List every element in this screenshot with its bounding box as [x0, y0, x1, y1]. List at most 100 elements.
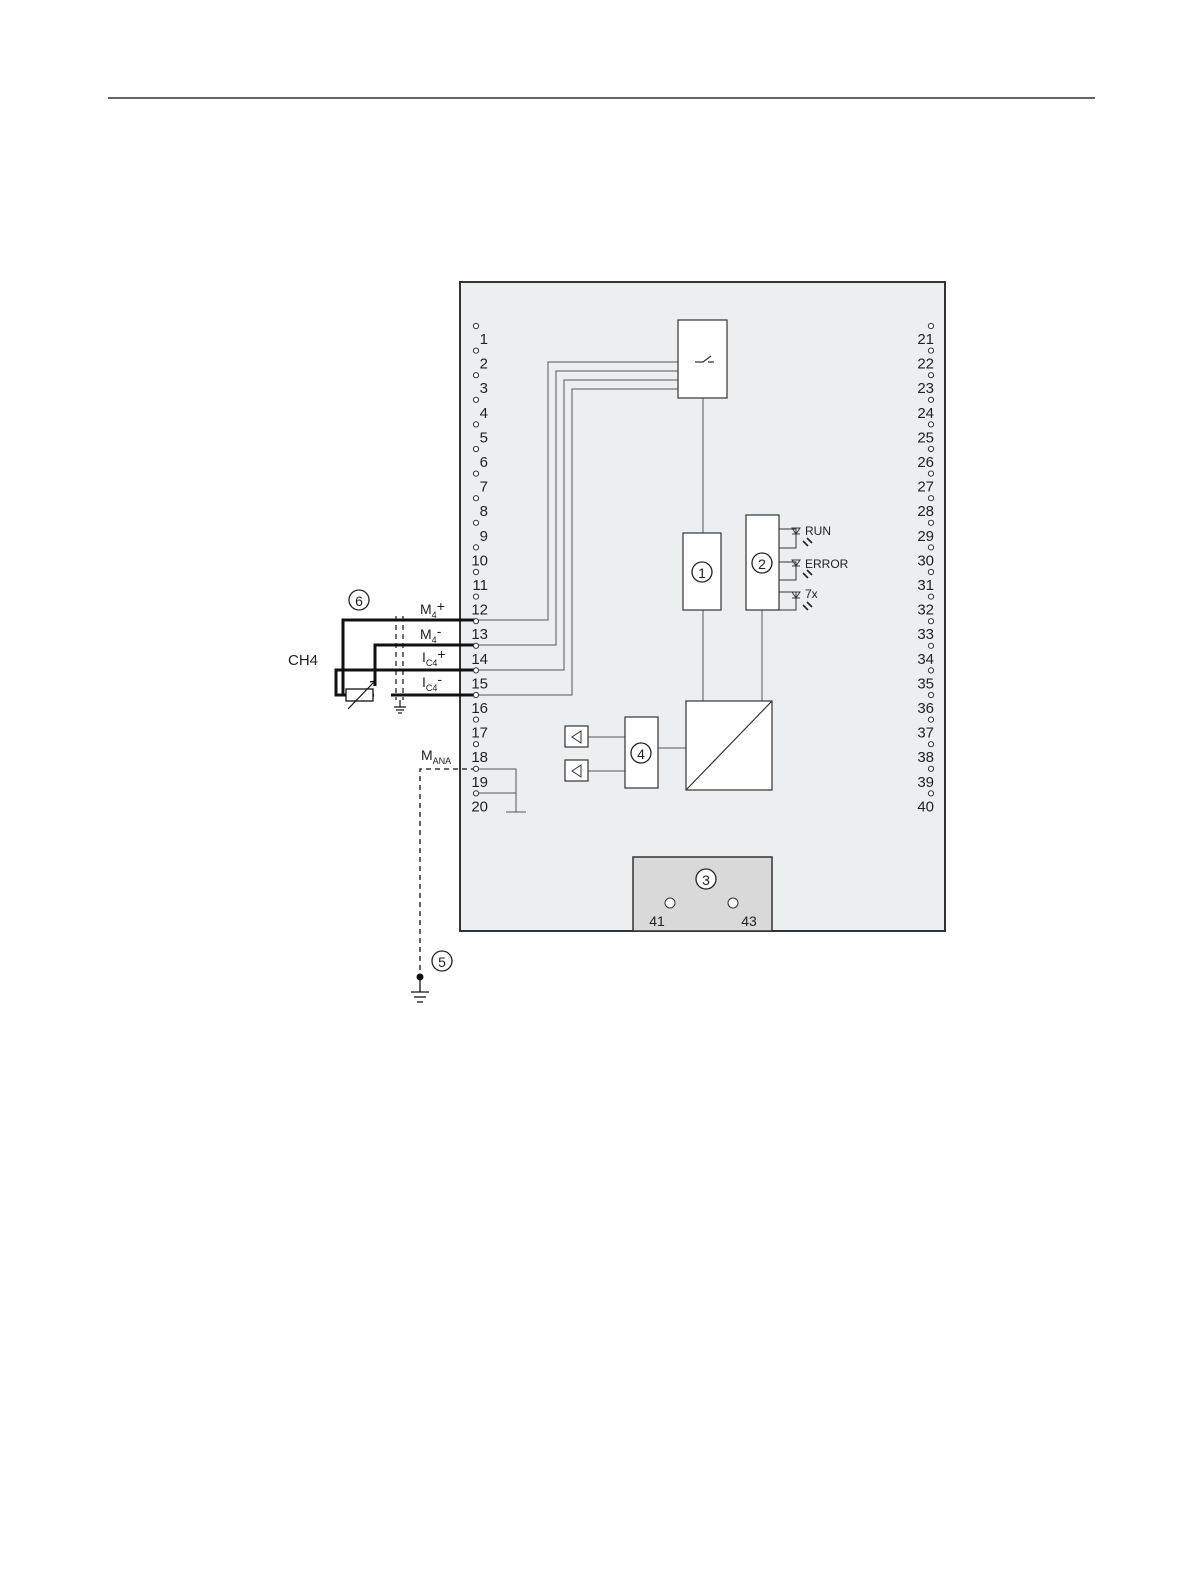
- callout-label-6: 6: [355, 593, 363, 609]
- left-terminal-17: [473, 717, 478, 722]
- left-terminal-20: [473, 791, 478, 796]
- left-terminal-13: [473, 619, 478, 624]
- left-terminal-label: 14: [471, 651, 488, 668]
- earth-junction-dot: [417, 974, 424, 981]
- signal-label-m4-plus: M4+: [420, 598, 445, 620]
- left-terminal-2: [473, 348, 478, 353]
- left-terminal-label: 11: [472, 577, 488, 594]
- rtd-sensor-icon: [346, 681, 375, 709]
- right-terminal-30: [928, 545, 933, 550]
- left-terminal-14: [473, 643, 478, 648]
- callout-label-3: 3: [702, 872, 710, 888]
- right-terminal-22: [928, 348, 933, 353]
- right-terminal-label: 24: [917, 405, 934, 422]
- right-terminal-39: [928, 766, 933, 771]
- right-terminal-label: 37: [917, 725, 934, 742]
- right-terminal-32: [928, 594, 933, 599]
- left-terminal-16: [473, 692, 478, 697]
- left-terminal-9: [473, 520, 478, 525]
- left-terminal-label: 16: [471, 700, 488, 717]
- left-terminal-label: 2: [480, 356, 488, 373]
- right-terminal-label: 33: [917, 626, 934, 643]
- left-terminal-label: 1: [480, 331, 488, 348]
- left-terminal-15: [473, 668, 478, 673]
- right-terminal-36: [928, 692, 933, 697]
- signal-label-m4-minus: M4-: [420, 623, 442, 645]
- amplifier-box-2: [565, 760, 588, 781]
- right-terminal-25: [928, 422, 933, 427]
- callout-label-2: 2: [758, 556, 766, 572]
- led-label-error: ERROR: [805, 557, 849, 571]
- left-terminal-label: 4: [480, 405, 488, 422]
- left-terminal-6: [473, 446, 478, 451]
- left-terminal-1: [473, 323, 478, 328]
- left-terminal-3: [473, 373, 478, 378]
- signal-label-ic4-minus: IC4-: [422, 671, 442, 693]
- callout-label-4: 4: [637, 746, 645, 762]
- left-terminal-7: [473, 471, 478, 476]
- connector-label-43: 43: [741, 913, 757, 929]
- right-terminal-37: [928, 717, 933, 722]
- left-terminal-8: [473, 496, 478, 501]
- led-label-7x: 7x: [805, 587, 818, 601]
- signal-label-ic4-plus: IC4+: [422, 646, 446, 668]
- left-terminal-label: 15: [471, 675, 488, 692]
- right-terminal-29: [928, 520, 933, 525]
- channel-label: CH4: [288, 652, 318, 669]
- left-terminal-4: [473, 397, 478, 402]
- right-terminal-35: [928, 668, 933, 673]
- callout-label-5: 5: [438, 954, 446, 970]
- right-terminal-strip: 2122232425262728293031323334353637383940: [917, 323, 934, 815]
- right-terminal-21: [928, 323, 933, 328]
- earth-ground-icon: [411, 992, 429, 1002]
- left-terminal-5: [473, 422, 478, 427]
- right-terminal-label: 25: [917, 429, 934, 446]
- right-terminal-38: [928, 742, 933, 747]
- left-terminal-label: 8: [480, 503, 488, 520]
- amplifier-box-1: [565, 726, 588, 747]
- right-terminal-label: 39: [917, 774, 934, 791]
- right-terminal-label: 40: [917, 798, 934, 815]
- left-terminal-label: 7: [480, 479, 488, 496]
- left-terminal-label: 13: [471, 626, 488, 643]
- left-terminal-label: 19: [471, 774, 488, 791]
- left-terminal-label: 9: [480, 528, 488, 545]
- right-terminal-label: 26: [917, 454, 934, 471]
- right-terminal-label: 31: [917, 577, 934, 594]
- right-terminal-34: [928, 643, 933, 648]
- left-terminal-label: 10: [471, 552, 488, 569]
- right-terminal-label: 21: [917, 331, 934, 348]
- connector-terminal-43: [728, 898, 738, 908]
- callout-label-1: 1: [698, 565, 706, 581]
- right-terminal-40: [928, 791, 933, 796]
- left-terminal-label: 18: [471, 749, 488, 766]
- right-terminal-label: 32: [917, 602, 934, 619]
- left-terminal-10: [473, 545, 478, 550]
- right-terminal-26: [928, 446, 933, 451]
- left-terminal-label: 5: [480, 429, 488, 446]
- right-terminal-23: [928, 373, 933, 378]
- right-terminal-31: [928, 569, 933, 574]
- right-terminal-label: 23: [917, 380, 934, 397]
- connector-terminal-41: [665, 898, 675, 908]
- right-terminal-label: 34: [917, 651, 934, 668]
- right-terminal-label: 29: [917, 528, 934, 545]
- external-wiring: [336, 620, 476, 695]
- cable-shield: [396, 616, 403, 700]
- left-terminal-11: [473, 569, 478, 574]
- right-terminal-label: 22: [917, 356, 934, 373]
- right-terminal-label: 36: [917, 700, 934, 717]
- left-terminal-19: [473, 766, 478, 771]
- left-terminal-label: 20: [471, 798, 488, 815]
- right-terminal-24: [928, 397, 933, 402]
- multiplexer-block: [678, 320, 727, 398]
- right-terminal-33: [928, 619, 933, 624]
- left-terminal-label: 17: [471, 725, 488, 742]
- right-terminal-label: 35: [917, 675, 934, 692]
- right-terminal-label: 30: [917, 552, 934, 569]
- led-label-run: RUN: [805, 524, 831, 538]
- left-terminal-18: [473, 742, 478, 747]
- right-terminal-27: [928, 471, 933, 476]
- left-terminal-label: 3: [480, 380, 488, 397]
